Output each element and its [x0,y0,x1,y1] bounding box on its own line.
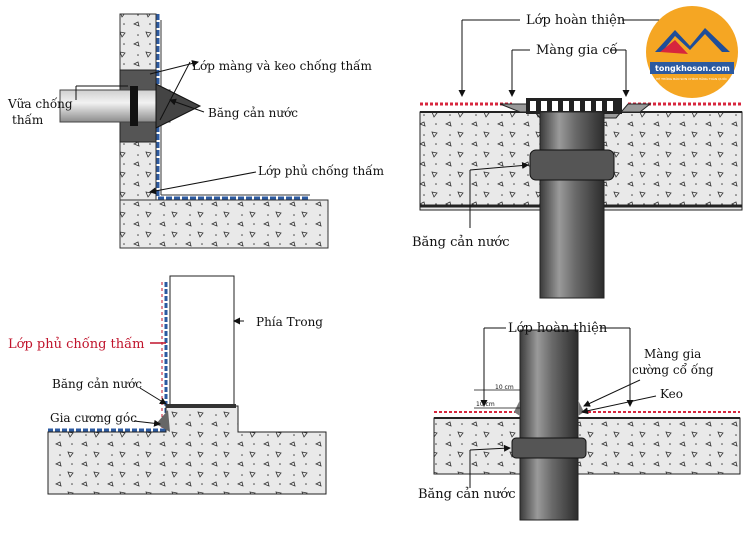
label-finish-d: Lớp hoàn thiện [508,321,608,336]
label-reinforce-b: Màng gia cố [536,42,618,58]
floor-slab [119,199,329,249]
label-seal-layer: Lớp màng và keo chống thấm [192,58,373,73]
pipe-horizontal [59,89,171,123]
logo-tagline: HỆ THỐNG BÁN SƠN CHÍNH HÃNG TOÀN QUỐC [656,76,727,81]
label-finish-b: Lớp hoàn thiện [526,13,626,28]
logo-name: tongkhoson.com [655,64,730,73]
label-pipe-reinforce-2: cường cổ ống [632,362,714,377]
label-water-stop-a: Băng cản nước [208,106,298,120]
pipe-vertical-d [519,329,579,521]
logo-circle [646,6,738,98]
label-coating-a: Lớp phủ chống thấm [258,163,385,178]
label-pipe-reinforce-1: Màng gia [644,347,701,361]
panel-a-wall-penetration: Lớp màng và keo chống thấm Vữa chống thấ… [7,13,385,249]
brand-logo: tongkhoson.com HỆ THỐNG BÁN SƠN CHÍNH HÃ… [646,6,738,98]
water-stop-ring-b [529,149,615,181]
dim-top: 10 cm [495,384,514,391]
water-stop-ring-d [511,437,587,459]
panel-c-wall-floor-corner: Lớp phủ chống thấm Phía Trong Băng cản n… [8,275,327,495]
label-water-stop-d: Băng cản nước [418,487,516,502]
label-mortar-2: thấm [12,112,44,127]
drain-pipe [539,111,605,299]
label-mortar-1: Vữa chống [7,96,73,111]
label-glue: Keo [660,387,683,401]
label-corner-c: Gia cương góc [50,411,137,425]
dim-side: 10 cm [476,401,495,408]
label-coating-c: Lớp phủ chống thấm [8,336,144,352]
label-water-stop-c: Băng cản nước [52,377,142,391]
panel-b-floor-drain: Lớp hoàn thiện Màng gia cố Băng cản nước [412,13,743,299]
roof-icon [655,28,730,52]
label-water-stop-b: Băng cản nước [412,235,510,250]
slab-d [433,417,741,475]
inner-wall [169,275,235,407]
panel-d-pipe-penetration: 10 cm 10 cm Lớp hoàn thiện Màng gia cườn… [418,321,741,521]
label-inside-c: Phía Trong [256,315,323,329]
